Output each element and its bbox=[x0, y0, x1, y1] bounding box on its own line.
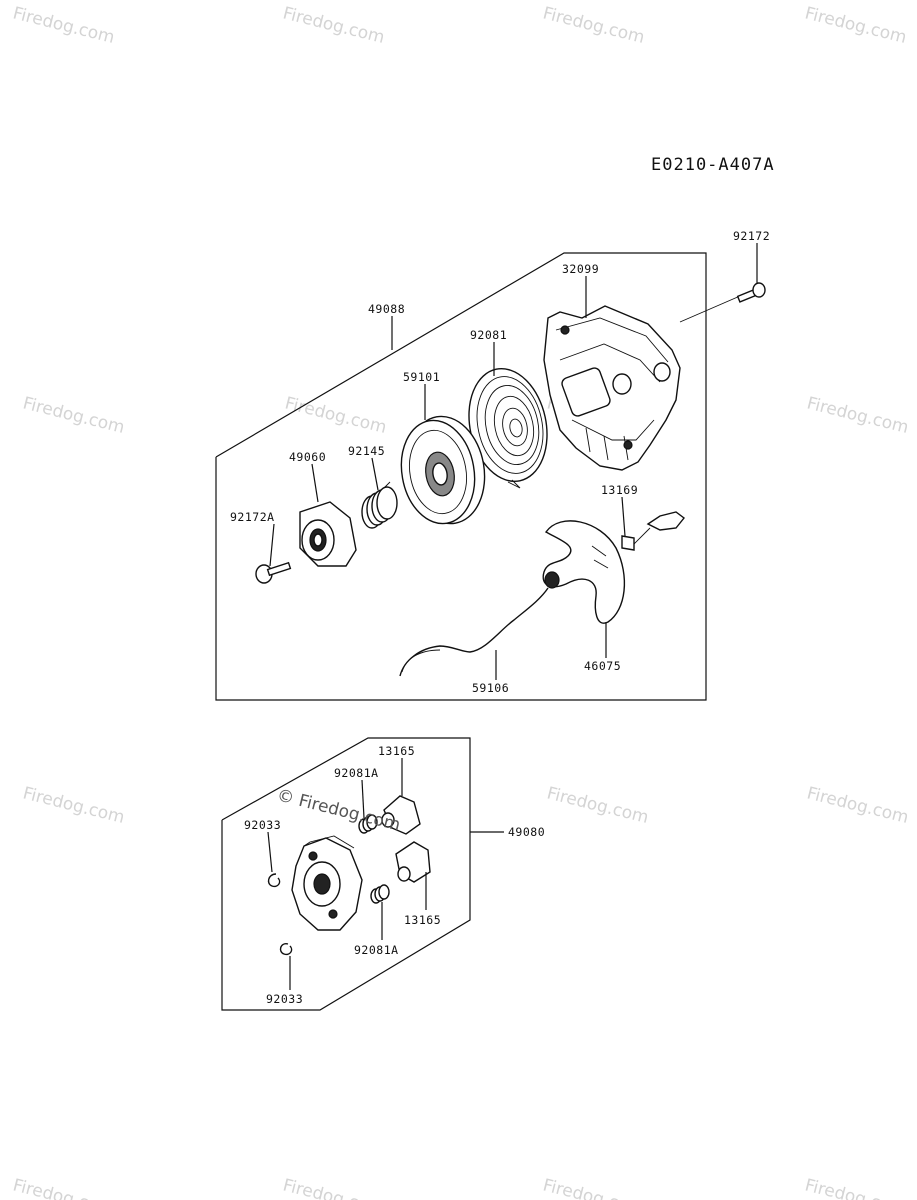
frame-outline-lower bbox=[221, 737, 471, 1011]
leader-lines-lower bbox=[267, 758, 427, 990]
rope-part bbox=[399, 587, 549, 677]
housing-part bbox=[543, 305, 681, 471]
frame-outline bbox=[215, 252, 707, 701]
label-clip-a: 92033 bbox=[244, 818, 281, 832]
leader-lines-upper bbox=[269, 243, 758, 680]
label-housing: 32099 bbox=[562, 262, 599, 276]
watermark: Firedog.com bbox=[281, 3, 387, 48]
watermark: Firedog.com bbox=[803, 3, 909, 48]
label-reel: 59101 bbox=[403, 370, 440, 384]
assembly-frame-lower bbox=[221, 737, 504, 1011]
label-rope-guide: 13169 bbox=[601, 483, 638, 497]
ratchet-b-part bbox=[395, 841, 431, 883]
watermark: Firedog.com bbox=[21, 393, 127, 438]
watermark: Firedog.com bbox=[541, 1175, 647, 1200]
spring-a-part bbox=[358, 814, 378, 834]
label-spring-a: 92081A bbox=[334, 766, 379, 780]
spring-b-part bbox=[370, 884, 390, 904]
watermark: Firedog.com bbox=[283, 393, 389, 438]
label-spring-b: 92081A bbox=[354, 943, 399, 957]
part-labels-upper: 92172 32099 49088 92081 59101 92145 4906… bbox=[230, 229, 770, 695]
clip-b-part bbox=[279, 943, 293, 956]
ratchet-plate-part bbox=[291, 835, 363, 931]
watermark: Firedog.com bbox=[545, 783, 651, 828]
watermark: Firedog.com bbox=[805, 393, 911, 438]
bolt-top-part bbox=[679, 282, 766, 323]
rope-guide-part bbox=[621, 511, 685, 551]
coil-spring-part bbox=[361, 481, 398, 529]
watermark: Firedog.com bbox=[21, 783, 127, 828]
label-cam: 49060 bbox=[289, 450, 326, 464]
label-handle: 46075 bbox=[584, 659, 621, 673]
label-ratchet-a: 13165 bbox=[378, 744, 415, 758]
label-assembly-main: 49088 bbox=[368, 302, 405, 316]
label-rope: 59106 bbox=[472, 681, 509, 695]
label-ratchet-b: 13165 bbox=[404, 913, 441, 927]
watermark-overlay-text: © Firedog.com bbox=[275, 785, 403, 835]
label-assembly-lower: 49080 bbox=[508, 825, 545, 839]
assembly-frame-main bbox=[215, 252, 707, 701]
clip-a-part bbox=[267, 873, 281, 888]
handle-part bbox=[542, 520, 626, 624]
bolt-cam-part bbox=[255, 561, 292, 584]
label-spiral-spring: 92081 bbox=[470, 328, 507, 342]
label-bolt-top: 92172 bbox=[733, 229, 770, 243]
ratchet-a-part bbox=[381, 795, 421, 835]
watermark-overlay: © Firedog.com bbox=[275, 785, 403, 835]
label-bolt-cam: 92172A bbox=[230, 510, 275, 524]
watermark: Firedog.com bbox=[11, 3, 117, 48]
cam-part bbox=[299, 501, 357, 567]
watermark: Firedog.com bbox=[541, 3, 647, 48]
watermark: Firedog.com bbox=[805, 783, 911, 828]
part-labels-lower: 13165 92081A 92033 49080 13165 92081A 92… bbox=[244, 744, 545, 1006]
reel-part bbox=[400, 415, 486, 525]
watermark: Firedog.com bbox=[11, 1175, 117, 1200]
watermark: Firedog.com bbox=[803, 1175, 909, 1200]
watermark-layer: Firedog.com Firedog.com Firedog.com Fire… bbox=[11, 3, 911, 1200]
watermark: Firedog.com bbox=[281, 1175, 387, 1200]
label-clip-b: 92033 bbox=[266, 992, 303, 1006]
diagram-code: E0210-A407A bbox=[651, 155, 775, 175]
label-coil-spring: 92145 bbox=[348, 444, 385, 458]
